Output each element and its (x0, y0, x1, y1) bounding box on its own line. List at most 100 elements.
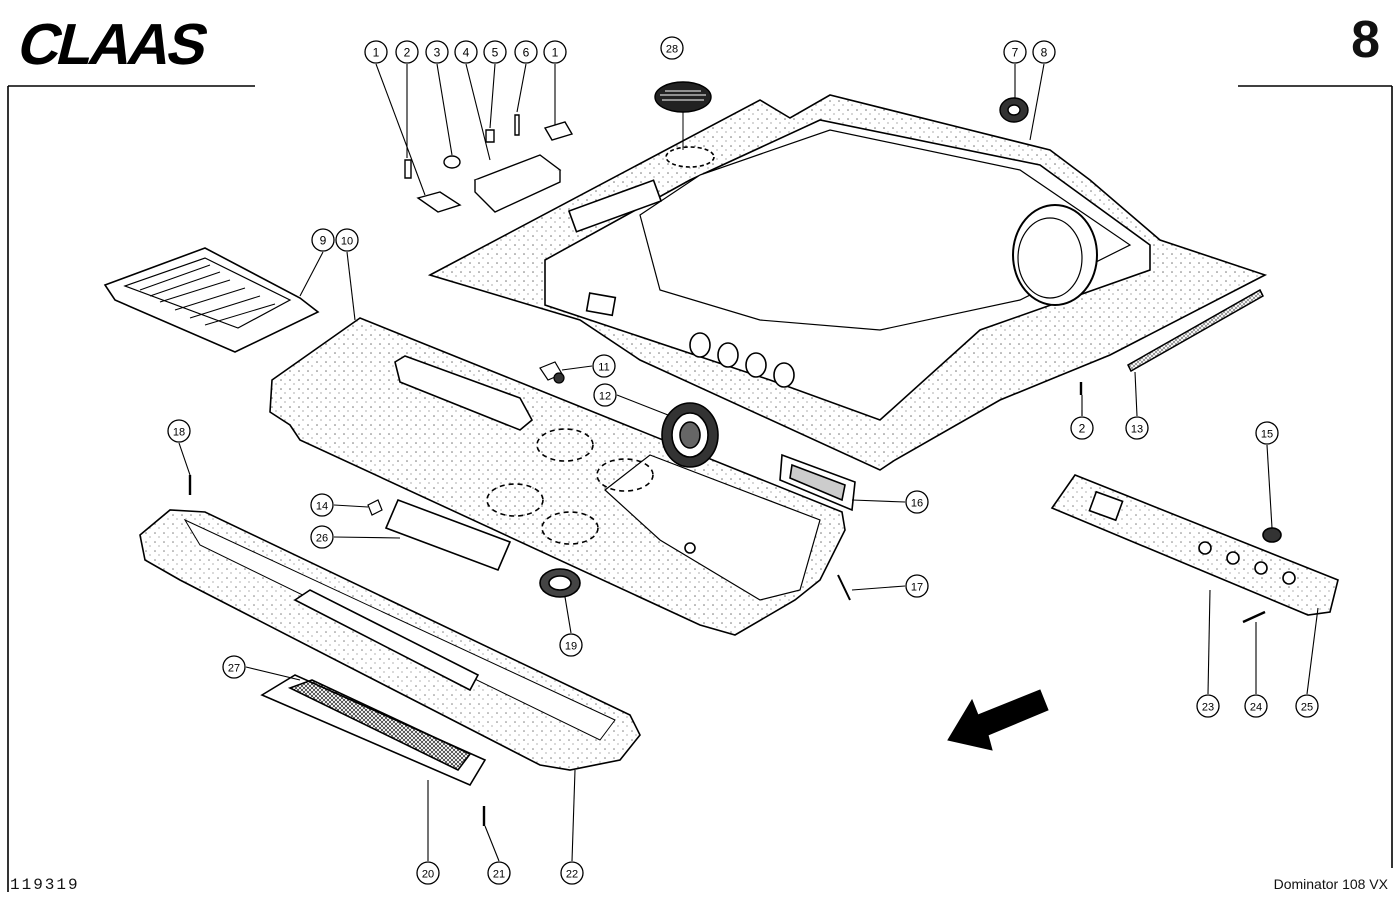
speaker-part-12 (661, 402, 719, 468)
callout-c20: 20 (416, 861, 440, 885)
callout-circle (543, 40, 567, 64)
callout-circle (311, 228, 335, 252)
callout-circle (514, 40, 538, 64)
callout-c9: 9 (311, 228, 335, 252)
callout-c7: 7 (1003, 40, 1027, 64)
callout-circle (905, 490, 929, 514)
callout-label: 10 (341, 236, 353, 248)
callout-label: 1 (552, 46, 559, 60)
callout-c27: 27 (222, 655, 246, 679)
callout-c19: 19 (559, 633, 583, 657)
callout-circle (425, 40, 449, 64)
callout-circle (905, 574, 929, 598)
callout-label: 16 (911, 498, 923, 510)
callout-c2a: 2 (395, 40, 419, 64)
model-name: Dominator 108 VX (1273, 876, 1388, 892)
callout-circle (310, 493, 334, 517)
grommet-part-7 (999, 97, 1029, 123)
callout-label: 11 (598, 362, 609, 374)
handle-part-16 (779, 453, 856, 512)
callout-circle (1196, 694, 1220, 718)
callout-circle (1003, 40, 1027, 64)
lamp-assembly-parts-1-6 (404, 114, 574, 213)
switch-panel-part-23 (1050, 474, 1339, 616)
callout-label: 13 (1131, 424, 1143, 436)
frame-lines (7, 85, 1393, 892)
callout-circle (364, 40, 388, 64)
callout-label: 23 (1202, 702, 1214, 714)
lens-part-26 (384, 498, 512, 572)
dome-light-part-19 (539, 568, 581, 598)
callout-circle (483, 40, 507, 64)
vent-cap-part-28 (654, 81, 712, 150)
headliner-panel-part-10 (269, 317, 846, 636)
callout-c15: 15 (1255, 421, 1279, 445)
callout-label: 12 (599, 391, 611, 403)
callout-label: 26 (316, 533, 328, 545)
callout-c17: 17 (905, 574, 929, 598)
callout-label: 20 (422, 869, 434, 881)
callout-c28: 28 (660, 36, 684, 60)
callout-circle (559, 633, 583, 657)
callout-circle (222, 655, 246, 679)
callout-circle (335, 228, 359, 252)
callout-c16: 16 (905, 490, 929, 514)
callout-circle (310, 525, 334, 549)
callout-label: 21 (493, 869, 505, 881)
callout-circle (1032, 40, 1056, 64)
callout-label: 24 (1250, 702, 1262, 714)
callout-c18: 18 (167, 419, 191, 443)
callout-label: 7 (1012, 46, 1019, 60)
callout-c4: 4 (454, 40, 478, 64)
callout-label: 2 (1079, 422, 1086, 436)
callout-label: 27 (228, 663, 240, 675)
callout-circle (1255, 421, 1279, 445)
vent-grille-part-27 (260, 674, 487, 787)
callout-circle (487, 861, 511, 885)
drawing-number: 119319 (10, 876, 80, 894)
callout-c25: 25 (1295, 694, 1319, 718)
callout-label: 15 (1261, 429, 1273, 441)
callout-c22: 22 (560, 861, 584, 885)
callout-label: 5 (492, 46, 499, 60)
console-housing-part-22 (139, 509, 641, 771)
callout-c3: 3 (425, 40, 449, 64)
callout-label: 3 (434, 46, 441, 60)
callout-circle (1295, 694, 1319, 718)
callout-label: 1 (373, 46, 380, 60)
callout-circle (1070, 416, 1094, 440)
direction-arrow (947, 689, 1049, 751)
callout-circle (416, 861, 440, 885)
callout-c14: 14 (310, 493, 334, 517)
callout-circle (593, 383, 617, 407)
callout-c24: 24 (1244, 694, 1268, 718)
callout-c23: 23 (1196, 694, 1220, 718)
callout-label: 17 (911, 582, 923, 594)
brand-logotype: CLAAS (14, 13, 213, 72)
callout-label: 22 (566, 869, 578, 881)
callout-circle (560, 861, 584, 885)
callout-circle (592, 354, 616, 378)
callout-c1b: 1 (543, 40, 567, 64)
claas-logo: CLAAS (14, 13, 213, 72)
callout-c1a: 1 (364, 40, 388, 64)
callout-c6: 6 (514, 40, 538, 64)
callout-circle (167, 419, 191, 443)
tray-part-9 (103, 247, 320, 353)
callout-c5: 5 (483, 40, 507, 64)
callout-label: 28 (666, 44, 678, 56)
callout-label: 9 (320, 234, 327, 248)
callout-circle (454, 40, 478, 64)
callout-circle (395, 40, 419, 64)
callout-c13: 13 (1125, 416, 1149, 440)
callout-c26: 26 (310, 525, 334, 549)
page-number: 8 (1351, 11, 1380, 69)
callout-circle (1244, 694, 1268, 718)
callout-c2b: 2 (1070, 416, 1094, 440)
callout-label: 6 (523, 46, 530, 60)
leader-lines (178, 63, 1319, 862)
callout-label: 8 (1041, 46, 1048, 60)
